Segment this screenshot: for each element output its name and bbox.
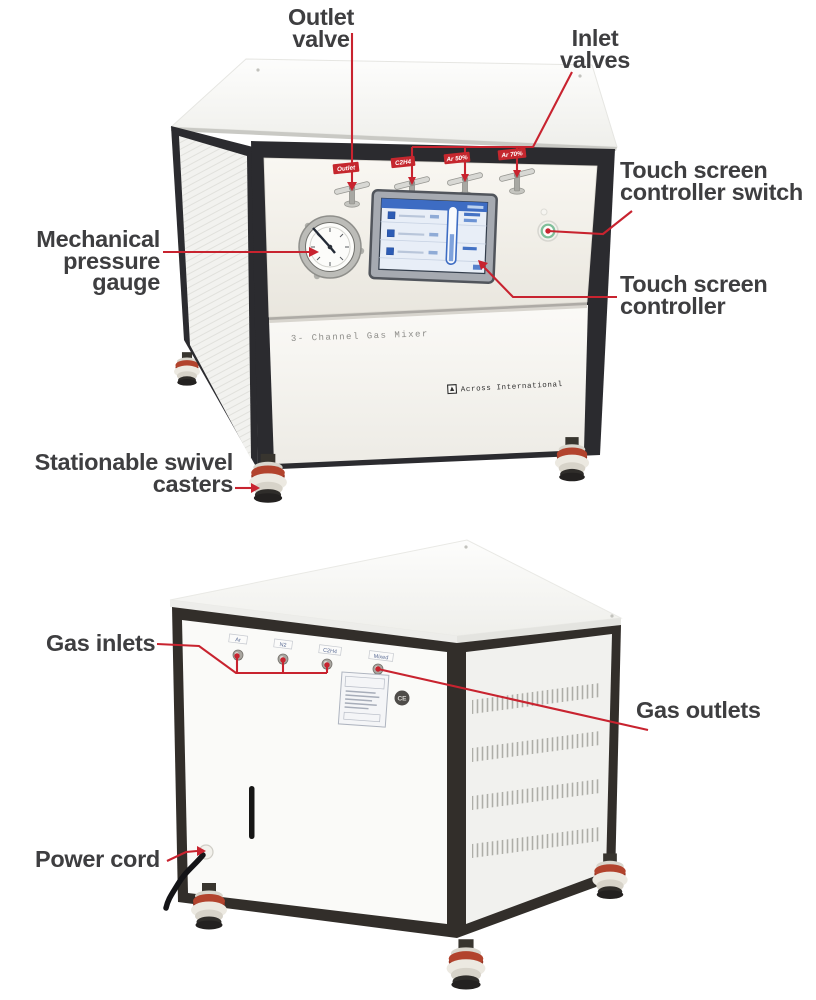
valve-tag-ar50: Ar 50% bbox=[443, 151, 471, 165]
svg-text:Outlet: Outlet bbox=[337, 164, 357, 173]
rear-fitting-tags: Ar N2 C2H4 Mixed bbox=[228, 633, 394, 662]
callout-swivel-casters: Stationable swivel casters bbox=[34, 449, 234, 497]
gauge-needle bbox=[312, 227, 331, 248]
valve-tag-c2h4: C2H4 bbox=[390, 155, 416, 169]
rear-lid-edge-right bbox=[457, 618, 621, 643]
svg-text:C2H4: C2H4 bbox=[395, 158, 412, 167]
switch-indicator bbox=[540, 208, 548, 216]
front-lid-edge bbox=[171, 127, 617, 151]
gas-inlets-leader bbox=[156, 642, 327, 675]
power-cord bbox=[163, 852, 206, 911]
brand-mark-icon bbox=[450, 386, 455, 392]
power-cord-leader bbox=[166, 849, 198, 862]
svg-text:Mixed: Mixed bbox=[373, 654, 388, 662]
svg-text:Ar 70%: Ar 70% bbox=[500, 150, 523, 159]
callout-outlet-valve: Outlet valve bbox=[287, 4, 355, 52]
touch-screen[interactable] bbox=[368, 188, 498, 284]
valve-tag-outlet: Outlet bbox=[332, 161, 360, 175]
switch-leader bbox=[547, 210, 633, 236]
svg-text:Ar 50%: Ar 50% bbox=[445, 154, 468, 163]
panel-model-label: 3- Channel Gas Mixer bbox=[291, 329, 429, 344]
right-side-louvers-icon bbox=[472, 683, 600, 858]
lid-screw bbox=[256, 68, 260, 72]
rear-lid-edge bbox=[170, 600, 457, 643]
callout-power-cord: Power cord bbox=[35, 846, 160, 872]
caster-rear-corner bbox=[446, 939, 486, 990]
rear-panel bbox=[182, 620, 447, 924]
front-leader-tips bbox=[251, 170, 551, 493]
inlet-valves-bracket bbox=[412, 71, 573, 149]
front-door bbox=[269, 305, 588, 464]
callout-touch-screen-controller: Touch screen controller bbox=[620, 271, 768, 319]
callout-gas-outlets: Gas outlets bbox=[636, 697, 761, 723]
rear-leader-lines bbox=[156, 642, 649, 862]
gas-outlets-leader bbox=[377, 667, 649, 732]
callout-mechanical-gauge: Mechanical pressure gauge bbox=[36, 226, 160, 295]
valve-tag-ar70: Ar 70% bbox=[497, 147, 527, 161]
valve-tags: Outlet C2H4 Ar 50% Ar 70% bbox=[332, 147, 527, 175]
pressure-gauge bbox=[298, 215, 365, 280]
front-machine: 3- Channel Gas Mixer Across Internationa… bbox=[169, 58, 618, 503]
lid-screw bbox=[578, 74, 582, 78]
control-panel-shadow bbox=[269, 302, 587, 323]
ce-mark: CE bbox=[394, 690, 410, 706]
spec-sticker bbox=[337, 671, 390, 728]
callout-inlet-valves: Inlet valves bbox=[559, 25, 631, 73]
svg-text:Ar: Ar bbox=[235, 637, 241, 644]
callout-gas-inlets: Gas inlets bbox=[46, 630, 156, 656]
screen-header bbox=[381, 198, 488, 213]
svg-text:CE: CE bbox=[397, 696, 407, 703]
screen-channel-rows bbox=[386, 211, 440, 256]
front-leader-lines bbox=[163, 33, 633, 490]
rear-leader-tips bbox=[197, 653, 381, 856]
rear-machine: Ar N2 C2H4 Mixed CE bbox=[163, 539, 628, 990]
left-side-louvers-icon bbox=[179, 136, 251, 459]
handle-slot[interactable] bbox=[249, 786, 255, 839]
controller-leader bbox=[480, 263, 617, 299]
svg-text:C2H4: C2H4 bbox=[323, 648, 338, 656]
svg-text:N2: N2 bbox=[279, 642, 287, 649]
callout-touch-screen-switch: Touch screen controller switch bbox=[620, 157, 803, 205]
